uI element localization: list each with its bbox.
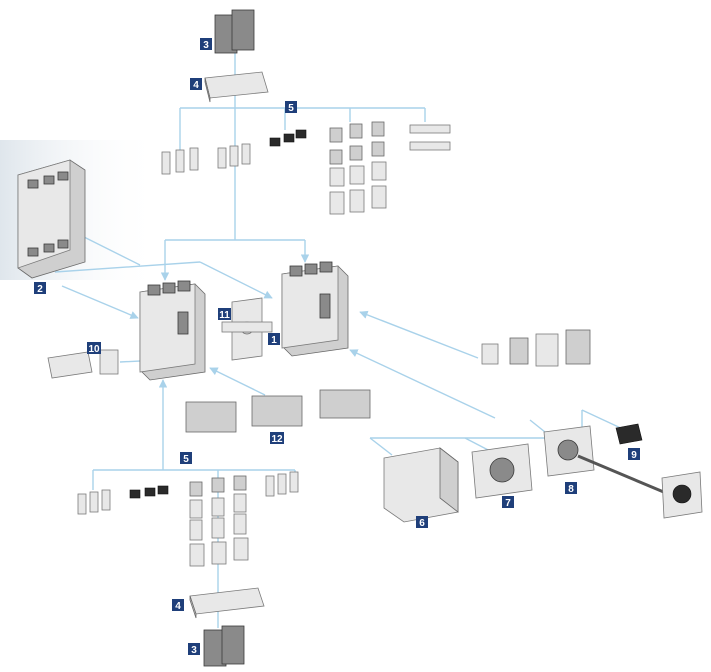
svg-text:11: 11 <box>219 310 230 321</box>
insulation-accessories <box>47 349 119 379</box>
svg-text:4: 4 <box>193 80 199 91</box>
terminal-lugs-bottom <box>77 471 299 567</box>
svg-text:3: 3 <box>191 645 197 656</box>
circuit-breaker-right <box>281 261 349 357</box>
terminal-lugs-top <box>161 121 451 215</box>
svg-text:1: 1 <box>271 335 277 346</box>
badge-9: 9 <box>628 448 640 461</box>
badge-8: 8 <box>565 482 577 495</box>
badge-1: 1 <box>268 333 280 346</box>
motor-mechanism <box>383 447 459 523</box>
badge-5-bottom: 5 <box>180 452 192 465</box>
badge-2: 2 <box>34 282 46 295</box>
svg-text:4: 4 <box>175 601 181 612</box>
badge-4-bottom: 4 <box>172 599 184 612</box>
badge-6: 6 <box>416 516 428 529</box>
badge-7: 7 <box>502 496 514 509</box>
circuit-breaker-left <box>139 280 206 381</box>
terminal-cover-bottom <box>189 587 265 619</box>
svg-text:3: 3 <box>203 40 209 51</box>
terminal-shield-top <box>214 9 255 54</box>
svg-text:12: 12 <box>271 434 283 445</box>
rotary-handle-direct <box>471 443 533 499</box>
badge-3-top: 3 <box>200 38 212 51</box>
plug-in-base <box>17 159 86 279</box>
badge-11: 11 <box>218 308 231 321</box>
svg-text:2: 2 <box>37 284 43 295</box>
svg-text:6: 6 <box>419 518 425 529</box>
terminal-shield-bottom <box>203 625 245 667</box>
rotary-handle-extended <box>543 425 703 519</box>
terminal-blocks <box>185 389 371 433</box>
badge-12: 12 <box>270 432 284 445</box>
svg-text:5: 5 <box>288 103 294 114</box>
svg-text:10: 10 <box>88 344 100 355</box>
terminal-cover-top <box>204 71 269 103</box>
mounting-plate <box>221 297 273 361</box>
svg-text:9: 9 <box>631 450 637 461</box>
badge-5-top: 5 <box>285 101 297 114</box>
auxiliary-contacts <box>481 329 591 367</box>
badge-3-bottom: 3 <box>188 643 200 656</box>
locking-device <box>615 423 643 445</box>
svg-text:5: 5 <box>183 454 189 465</box>
badge-10: 10 <box>87 342 101 355</box>
badge-4-top: 4 <box>190 78 202 91</box>
svg-text:8: 8 <box>568 484 574 495</box>
svg-text:7: 7 <box>505 498 511 509</box>
